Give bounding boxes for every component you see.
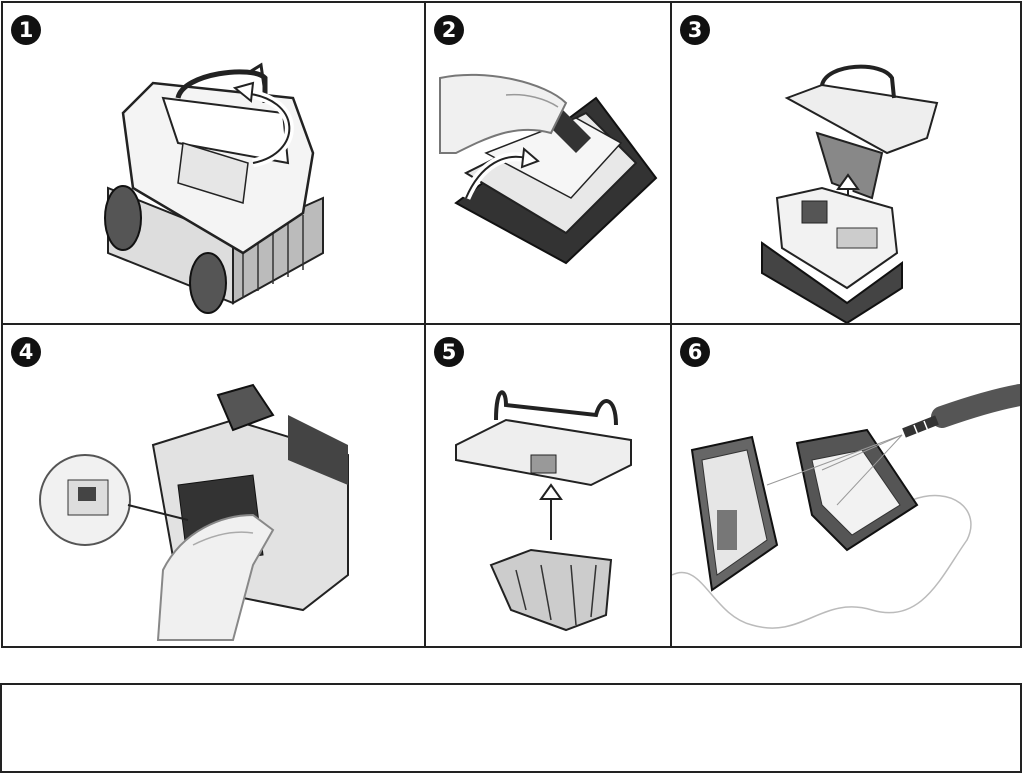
hose-rinsing-filter-illustration [672, 384, 1020, 629]
instruction-grid: 1 2 [1, 1, 1022, 648]
step-3-panel: 3 [672, 3, 1020, 323]
step-number-badge: 3 [680, 15, 710, 45]
filter-basket-separation-illustration [455, 390, 632, 632]
grid-divider [3, 323, 1020, 325]
notes-box [0, 683, 1022, 773]
filter-latch-release-illustration [39, 383, 349, 641]
step-number-badge: 6 [680, 337, 710, 367]
robot-handle-lift-illustration [104, 62, 324, 314]
gloved-hand-opening-lid-illustration [439, 73, 658, 265]
step-number-badge: 1 [11, 15, 41, 45]
step-6-panel: 6 [672, 325, 1020, 646]
step-number-badge: 2 [434, 15, 464, 45]
filter-removal-illustration [761, 64, 939, 323]
step-1-panel: 1 [3, 3, 424, 323]
step-number-badge: 4 [11, 337, 41, 367]
step-5-panel: 5 [426, 325, 670, 646]
step-4-panel: 4 [3, 325, 424, 646]
step-2-panel: 2 [426, 3, 670, 323]
step-number-badge: 5 [434, 337, 464, 367]
